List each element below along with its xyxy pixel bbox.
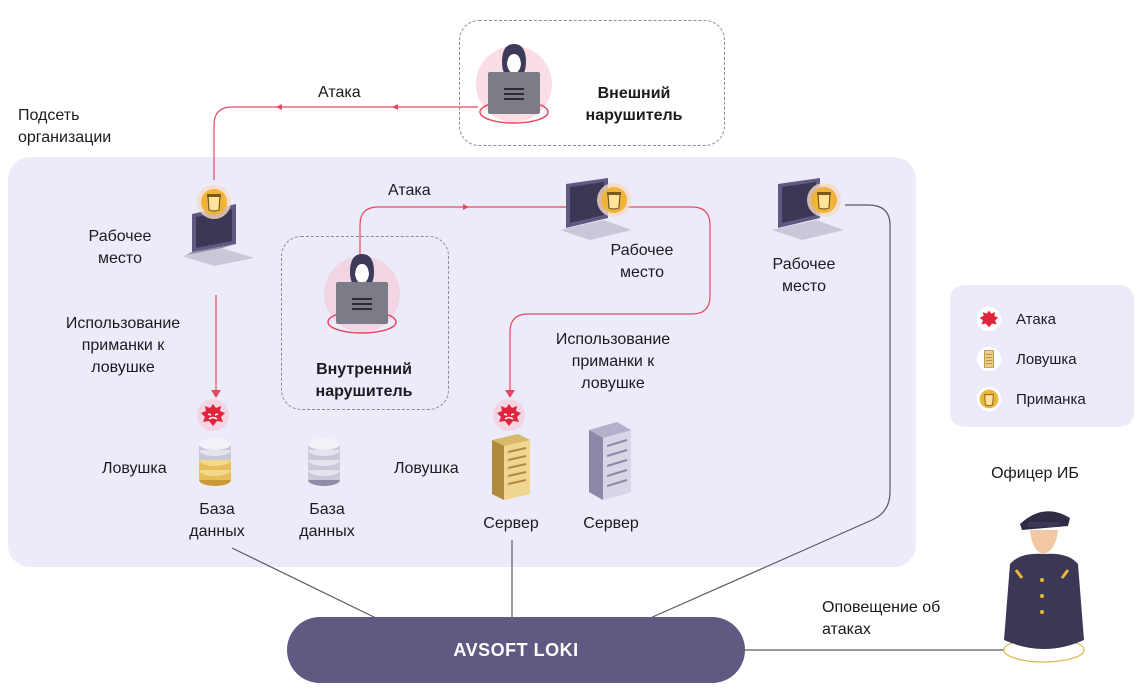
legend-item-trap: Ловушка: [976, 344, 1077, 374]
laptop-icon: [556, 172, 636, 252]
legend-label: Атака: [1016, 310, 1056, 328]
external-intruder-label: Внешний нарушитель: [585, 85, 683, 124]
legend-label: Приманка: [1016, 390, 1086, 408]
attack-icon: [492, 398, 526, 432]
workstation-label: Рабочее место: [610, 242, 674, 281]
organization-subnet: [8, 157, 916, 567]
bait-usage-arrow: [505, 390, 515, 398]
attack-icon: [976, 306, 1002, 332]
server-label: Сервер: [583, 515, 639, 532]
internal-intruder-box: [281, 236, 449, 410]
bait-icon: [976, 386, 1002, 412]
workstation-to-platform-line: [647, 204, 891, 620]
server-label: Сервер: [483, 515, 539, 532]
legend: Атака Ловушка Приманка: [950, 285, 1134, 427]
trap-label: Ловушка: [102, 460, 167, 477]
attack-icon: [196, 398, 230, 432]
subnet-label: Подсеть организации: [18, 107, 112, 146]
external-attack-label: Атака: [318, 84, 361, 101]
bait-icon: [196, 184, 232, 220]
avsoft-loki-platform: AVSOFT LOKI: [287, 617, 745, 683]
bait-icon: [596, 182, 632, 218]
workstation-label: Рабочее место: [772, 256, 836, 295]
external-intruder-box: [459, 20, 725, 146]
trap-icon: [976, 346, 1002, 372]
attack-arrow: [392, 104, 398, 110]
internal-attack-line: [359, 206, 566, 258]
database-icon: [305, 436, 343, 490]
bait-usage-arrow: [211, 390, 221, 398]
internal-intruder-label: Внутренний нарушитель: [315, 361, 413, 400]
server-trap-icon: [488, 432, 534, 500]
attack-arrow: [276, 104, 282, 110]
laptop-icon: [768, 172, 848, 252]
laptop-icon: [178, 190, 258, 270]
database-label: База данных: [189, 501, 245, 540]
server-icon: [585, 420, 635, 500]
legend-label: Ловушка: [1016, 350, 1077, 368]
security-officer-icon: [998, 500, 1090, 666]
database-label: База данных: [299, 501, 355, 540]
external-attack-line: [213, 106, 478, 180]
bait-usage-label: Использование приманки к ловушке: [555, 331, 671, 392]
bait-usage-label: Использование приманки к ловушке: [65, 315, 181, 376]
officer-label: Офицер ИБ: [991, 465, 1079, 482]
trap-label: Ловушка: [394, 460, 459, 477]
legend-item-attack: Атака: [976, 304, 1056, 334]
legend-item-bait: Приманка: [976, 384, 1086, 414]
attack-arrow: [463, 204, 469, 210]
db-to-platform-line: [231, 547, 379, 620]
workstation-label: Рабочее место: [88, 228, 152, 267]
bait-usage-line: [509, 206, 711, 392]
external-hacker-icon: [474, 40, 554, 128]
database-trap-icon: [196, 436, 234, 490]
notification-label: Оповещение об атаках: [822, 599, 941, 638]
internal-attack-label: Атака: [388, 182, 431, 199]
internal-hacker-icon: [322, 250, 402, 338]
bait-icon: [806, 182, 842, 218]
